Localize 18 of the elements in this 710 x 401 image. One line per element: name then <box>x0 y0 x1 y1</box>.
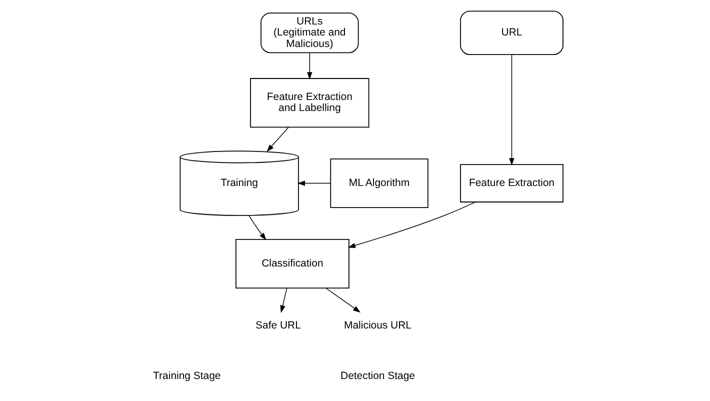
node-box: URLs (Legitimate and Malicious) <box>260 12 358 54</box>
node-box: Classification <box>234 238 349 289</box>
arrow <box>306 52 312 80</box>
arrow <box>347 202 476 248</box>
node-text: Malicious URL <box>344 320 412 332</box>
arrow <box>325 288 360 313</box>
label: Detection Stage <box>340 371 415 382</box>
arrow <box>266 126 288 152</box>
node-box: Feature Extraction <box>460 164 563 202</box>
arrow <box>296 180 330 186</box>
label: Training Stage <box>152 371 220 382</box>
node-text: Safe URL <box>255 320 300 332</box>
arrow <box>508 54 514 166</box>
node-box: Feature Extraction and Labelling <box>250 78 369 128</box>
arrow <box>248 215 266 240</box>
node-box: URL <box>460 10 563 55</box>
node-box: ML Algorithm <box>330 158 428 208</box>
arrow <box>280 288 287 313</box>
